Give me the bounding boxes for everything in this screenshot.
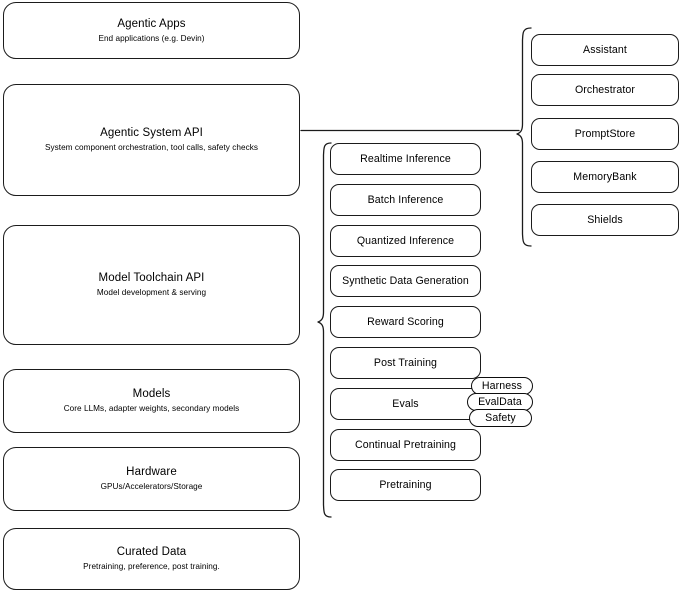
component-batch-inference[interactable]: Batch Inference (330, 184, 481, 216)
component-continual-pretraining[interactable]: Continual Pretraining (330, 429, 481, 461)
layer-title: Models (132, 388, 171, 400)
component-memorybank[interactable]: MemoryBank (531, 161, 679, 193)
pill-safety[interactable]: Safety (469, 409, 532, 427)
component-label: Realtime Inference (360, 152, 451, 165)
layer-subtitle: GPUs/Accelerators/Storage (100, 482, 203, 491)
layer-subtitle: End applications (e.g. Devin) (98, 33, 205, 43)
layer-title: Curated Data (116, 546, 187, 558)
component-label: Synthetic Data Generation (342, 274, 469, 287)
layer-subtitle: Pretraining, preference, post training. (83, 562, 220, 571)
component-label: Pretraining (379, 478, 432, 491)
component-assistant[interactable]: Assistant (531, 34, 679, 66)
component-pretraining[interactable]: Pretraining (330, 469, 481, 501)
pill-label: Safety (485, 412, 516, 424)
layer-title: Hardware (126, 466, 177, 478)
layer-subtitle: System component orchestration, tool cal… (44, 143, 259, 152)
component-reward-scoring[interactable]: Reward Scoring (330, 306, 481, 338)
layer-title: Agentic Apps (117, 17, 186, 30)
component-evals[interactable]: Evals (330, 388, 481, 420)
component-label: Continual Pretraining (354, 438, 457, 451)
layer-title: Agentic System API (100, 127, 203, 139)
component-label: Evals (392, 397, 419, 410)
component-label: Batch Inference (367, 193, 444, 206)
component-label: Quantized Inference (356, 234, 455, 247)
component-quantized-inference[interactable]: Quantized Inference (330, 225, 481, 257)
component-label: Assistant (583, 43, 627, 56)
layer-subtitle: Model development & serving (96, 288, 207, 297)
layer-title: Model Toolchain API (98, 272, 205, 284)
layer-agentic-system-api[interactable]: Agentic System API System component orch… (3, 84, 300, 196)
component-label: Post Training (373, 356, 438, 369)
layer-model-toolchain-api[interactable]: Model Toolchain API Model development & … (3, 225, 300, 345)
component-promptstore[interactable]: PromptStore (531, 118, 679, 150)
layer-curated-data[interactable]: Curated Data Pretraining, preference, po… (3, 528, 300, 590)
layer-agentic-apps[interactable]: Agentic Apps End applications (e.g. Devi… (3, 2, 300, 59)
layer-subtitle: Core LLMs, adapter weights, secondary mo… (63, 404, 240, 413)
component-realtime-inference[interactable]: Realtime Inference (330, 143, 481, 175)
component-synthetic-data-generation[interactable]: Synthetic Data Generation (330, 265, 481, 297)
component-label: Reward Scoring (367, 315, 444, 328)
component-label: Orchestrator (574, 83, 636, 96)
component-label: Shields (587, 213, 623, 226)
component-post-training[interactable]: Post Training (330, 347, 481, 379)
layer-models[interactable]: Models Core LLMs, adapter weights, secon… (3, 369, 300, 433)
component-label: PromptStore (574, 127, 636, 140)
component-shields[interactable]: Shields (531, 204, 679, 236)
pill-label: Harness (481, 380, 523, 392)
component-orchestrator[interactable]: Orchestrator (531, 74, 679, 106)
pill-label: EvalData (478, 396, 522, 408)
component-label: MemoryBank (573, 170, 637, 183)
layer-hardware[interactable]: Hardware GPUs/Accelerators/Storage (3, 447, 300, 511)
